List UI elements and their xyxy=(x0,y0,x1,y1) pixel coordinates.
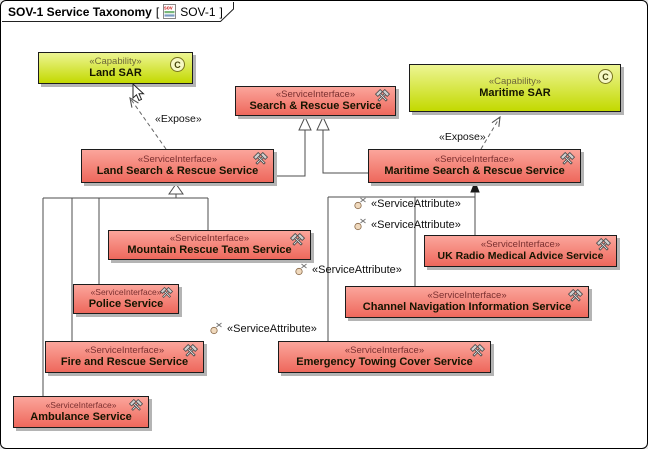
service-attribute-tree-maritime[interactable] xyxy=(327,180,480,341)
node-fire-and-rescue-service[interactable]: «ServiceInterface» Fire and Rescue Servi… xyxy=(45,341,204,373)
service-interface-icon xyxy=(595,237,612,253)
node-name: UK Radio Medical Advice Service xyxy=(437,250,604,262)
node-land-search-rescue-service[interactable]: «ServiceInterface» Land Search & Rescue … xyxy=(81,149,274,183)
stereotype-label: «ServiceInterface» xyxy=(434,154,515,165)
service-attribute-label-2: «ServiceAttribute» xyxy=(353,218,461,231)
service-interface-icon xyxy=(567,288,584,304)
node-police-service[interactable]: «ServiceInterface» Police Service xyxy=(73,284,179,314)
service-interface-icon xyxy=(252,151,269,167)
node-name: Fire and Rescue Service xyxy=(60,356,189,368)
service-attribute-text: «ServiceAttribute» xyxy=(371,218,461,231)
node-name: Police Service xyxy=(88,298,164,310)
sov-document-icon: sov xyxy=(163,4,177,19)
stereotype-label: «Capability» xyxy=(89,56,142,67)
service-attribute-label-4: «ServiceAttribute» xyxy=(209,322,317,335)
node-name: Maritime Search & Rescue Service xyxy=(384,165,565,177)
node-name: Land Search & Rescue Service xyxy=(96,165,259,177)
node-name: Land SAR xyxy=(89,67,142,79)
diagram-title-bar: SOV-1 Service Taxonomy [ sov SOV-1 ] xyxy=(8,4,223,19)
service-interface-icon xyxy=(289,232,306,248)
stereotype-label: «ServiceInterface» xyxy=(84,345,165,356)
service-attribute-ball-icon xyxy=(353,218,368,231)
service-attribute-text: «ServiceAttribute» xyxy=(227,322,317,335)
diagram-name: SOV-1 xyxy=(180,4,216,19)
node-name: Maritime SAR xyxy=(479,87,551,99)
diagram-title: SOV-1 Service Taxonomy xyxy=(8,4,152,19)
capability-badge-icon: C xyxy=(170,57,185,72)
node-name: Emergency Towing Cover Service xyxy=(296,356,473,368)
service-attribute-ball-icon xyxy=(353,197,368,210)
stereotype-label: «ServiceInterface» xyxy=(344,345,425,356)
service-attribute-text: «ServiceAttribute» xyxy=(312,263,402,276)
node-maritime-search-rescue-service[interactable]: «ServiceInterface» Maritime Search & Res… xyxy=(368,149,581,183)
expose-label-land: «Expose» xyxy=(155,113,202,125)
stereotype-label: «ServiceInterface» xyxy=(45,400,117,410)
service-attribute-label-1: «ServiceAttribute» xyxy=(353,197,461,210)
node-name: Search & Rescue Service xyxy=(249,100,382,112)
service-interface-icon xyxy=(469,343,486,359)
generalization-tree-land[interactable] xyxy=(42,183,209,396)
capability-badge-icon: C xyxy=(598,69,613,84)
generalization-maritime-to-sar[interactable] xyxy=(316,115,368,174)
stereotype-label: «ServiceInterface» xyxy=(480,239,561,250)
stereotype-label: «ServiceInterface» xyxy=(90,287,162,297)
service-attribute-text: «ServiceAttribute» xyxy=(371,197,461,210)
node-name: Ambulance Service xyxy=(30,411,132,423)
stereotype-label: «Capability» xyxy=(488,76,542,87)
service-interface-icon xyxy=(559,151,576,167)
node-emergency-towing-cover-service[interactable]: «ServiceInterface» Emergency Towing Cove… xyxy=(278,341,491,373)
node-maritime-sar[interactable]: «Capability» Maritime SAR C xyxy=(409,64,621,112)
service-attribute-ball-icon xyxy=(209,322,224,335)
service-interface-icon xyxy=(182,343,199,359)
service-interface-icon xyxy=(374,88,391,104)
node-name: Channel Navigation Information Service xyxy=(362,301,572,313)
bracket-open: [ xyxy=(155,4,160,19)
service-attribute-ball-icon xyxy=(294,263,309,276)
stereotype-label: «ServiceInterface» xyxy=(275,89,356,100)
mouse-cursor xyxy=(132,82,145,102)
node-search-rescue-service[interactable]: «ServiceInterface» Search & Rescue Servi… xyxy=(235,86,396,116)
bracket-close: ] xyxy=(219,4,223,19)
node-mountain-rescue-team-service[interactable]: «ServiceInterface» Mountain Rescue Team … xyxy=(108,230,311,260)
expose-dependency-maritime[interactable] xyxy=(480,115,501,150)
generalization-land-to-sar[interactable] xyxy=(274,115,312,177)
svg-text:sov: sov xyxy=(164,6,173,12)
node-uk-radio-medical-advice-service[interactable]: «ServiceInterface» UK Radio Medical Advi… xyxy=(424,235,617,267)
node-channel-navigation-information-service[interactable]: «ServiceInterface» Channel Navigation In… xyxy=(345,286,589,318)
expose-dependency-land[interactable] xyxy=(129,96,167,150)
service-attribute-label-3: «ServiceAttribute» xyxy=(294,263,402,276)
stereotype-label: «ServiceInterface» xyxy=(169,233,250,244)
expose-label-maritime: «Expose» xyxy=(439,131,486,143)
stereotype-label: «ServiceInterface» xyxy=(427,290,507,301)
service-interface-icon xyxy=(128,398,144,413)
node-land-sar[interactable]: «Capability» Land SAR C xyxy=(38,52,193,84)
service-interface-icon xyxy=(159,286,174,300)
node-ambulance-service[interactable]: «ServiceInterface» Ambulance Service xyxy=(13,396,149,428)
node-name: Mountain Rescue Team Service xyxy=(127,244,292,256)
stereotype-label: «ServiceInterface» xyxy=(137,154,218,165)
